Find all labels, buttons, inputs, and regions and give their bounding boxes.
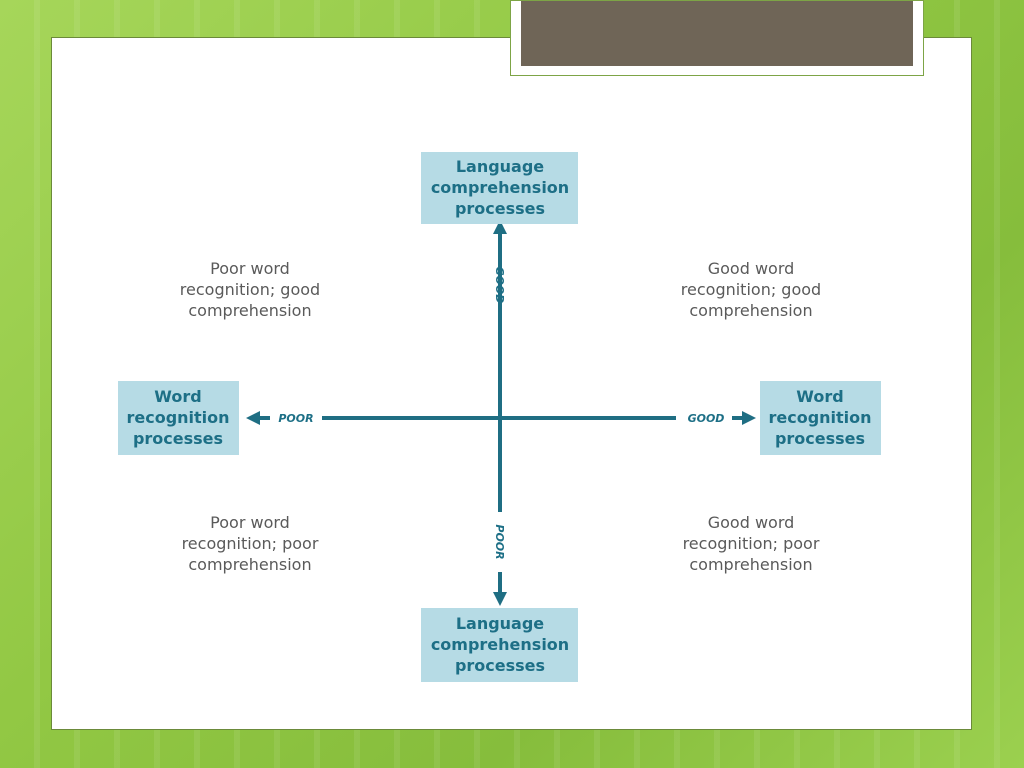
top-box-background (421, 152, 578, 224)
left-arrow-head (246, 411, 260, 425)
quadrant-top-left: Poor word recognition; good comprehensio… (180, 259, 320, 320)
top-box-language-comprehension: Language comprehension processes (421, 152, 578, 224)
title-placeholder-bar (521, 1, 913, 66)
quadrant-top-right: Good word recognition; good comprehensio… (681, 259, 821, 320)
right-box-background (760, 381, 881, 455)
quadrant-bottom-right: Good word recognition; poor comprehensio… (683, 513, 820, 574)
quadrant-bottom-left-line-2: recognition; poor (182, 534, 319, 553)
right-box-line-2: recognition (768, 408, 871, 427)
quadrant-top-left-line-1: Poor word (210, 259, 290, 278)
top-box-line-2: comprehension (431, 178, 569, 197)
right-box-line-3: processes (775, 429, 865, 448)
bottom-box-line-2: comprehension (431, 635, 569, 654)
quadrant-top-right-line-3: comprehension (689, 301, 812, 320)
left-box-background (118, 381, 239, 455)
quadrant-bottom-left-line-1: Poor word (210, 513, 290, 532)
quadrant-top-right-line-1: Good word (708, 259, 795, 278)
bottom-box-line-3: processes (455, 656, 545, 675)
axis-label-right: GOOD (688, 412, 725, 425)
quadrant-bottom-right-line-2: recognition; poor (683, 534, 820, 553)
bottom-box-line-1: Language (456, 614, 544, 633)
down-arrow-head (493, 592, 507, 606)
quadrant-top-right-line-2: recognition; good (681, 280, 821, 299)
bottom-box-background (421, 608, 578, 682)
axis-label-left: POOR (278, 412, 313, 425)
axis-label-up: GOOD (493, 267, 506, 304)
quadrant-bottom-left: Poor word recognition; poor comprehensio… (182, 513, 319, 574)
quadrant-bottom-right-line-1: Good word (708, 513, 795, 532)
bottom-box-language-comprehension: Language comprehension processes (421, 608, 578, 682)
right-box-word-recognition: Word recognition processes (760, 381, 881, 455)
right-arrow-head (742, 411, 756, 425)
left-box-line-2: recognition (126, 408, 229, 427)
right-box-line-1: Word (796, 387, 843, 406)
left-box-word-recognition: Word recognition processes (118, 381, 239, 455)
top-box-line-3: processes (455, 199, 545, 218)
top-box-line-1: Language (456, 157, 544, 176)
axis-label-down: POOR (493, 524, 506, 559)
title-placeholder-tab (510, 0, 924, 76)
quadrant-bottom-left-line-3: comprehension (188, 555, 311, 574)
left-box-line-1: Word (154, 387, 201, 406)
quadrant-bottom-right-line-3: comprehension (689, 555, 812, 574)
up-arrow-head (493, 220, 507, 234)
left-box-line-3: processes (133, 429, 223, 448)
quadrant-top-left-line-3: comprehension (188, 301, 311, 320)
quadrant-top-left-line-2: recognition; good (180, 280, 320, 299)
